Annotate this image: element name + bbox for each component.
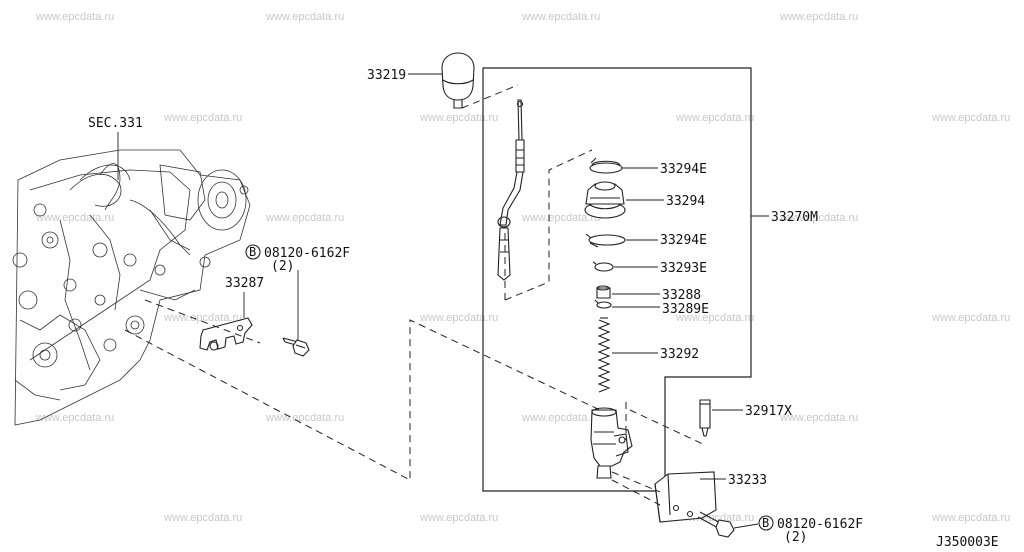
clip-33294e-top[interactable]	[589, 157, 623, 174]
watermark: www.epcdata.ru	[265, 212, 344, 224]
guide-line	[625, 402, 706, 446]
label-33294[interactable]: 33294	[666, 194, 705, 209]
bolt-marker-circle	[245, 244, 261, 260]
label-33233[interactable]: 33233	[728, 473, 767, 488]
guide-line	[124, 319, 601, 481]
watermark: www.epcdata.ru	[931, 512, 1010, 524]
watermark: www.epcdata.ru	[779, 11, 858, 23]
watermark: www.epcdata.ru	[779, 212, 858, 224]
guide-line	[144, 299, 261, 344]
guide-line	[611, 471, 661, 506]
sec-331-label[interactable]: SEC.331	[88, 116, 143, 131]
spring-33292[interactable]	[597, 317, 611, 393]
label-33219[interactable]: 33219	[367, 68, 406, 83]
watermark: www.epcdata.ru	[931, 112, 1010, 124]
label-33287[interactable]: 33287	[225, 276, 264, 291]
bracket-33287[interactable]	[199, 317, 253, 351]
bushing-33288[interactable]	[596, 285, 611, 299]
label-33294e-top[interactable]: 33294E	[660, 162, 707, 177]
watermark: www.epcdata.ru	[419, 512, 498, 524]
watermark: www.epcdata.ru	[675, 112, 754, 124]
watermark: www.epcdata.ru	[163, 512, 242, 524]
watermark: www.epcdata.ru	[265, 11, 344, 23]
watermark: www.epcdata.ru	[521, 11, 600, 23]
bolt-right[interactable]	[697, 511, 735, 538]
watermark: www.epcdata.ru	[419, 312, 498, 324]
watermark: www.epcdata.ru	[35, 412, 114, 424]
watermark: www.epcdata.ru	[521, 212, 600, 224]
pin-32917x[interactable]	[699, 399, 711, 437]
bracket-33233[interactable]	[654, 471, 717, 523]
bolt-marker-right: B	[762, 516, 769, 530]
watermark: www.epcdata.ru	[265, 412, 344, 424]
label-33294e-bottom[interactable]: 33294E	[660, 233, 707, 248]
boot-33294[interactable]	[584, 181, 626, 219]
watermark: www.epcdata.ru	[163, 112, 242, 124]
transmission-illustration	[12, 149, 251, 426]
ring-33293e[interactable]	[592, 261, 614, 272]
label-bolt-right[interactable]: 08120-6162F	[777, 517, 863, 532]
watermark: www.epcdata.ru	[521, 412, 600, 424]
clip-33294e-bottom[interactable]	[585, 233, 626, 248]
guide-line	[461, 84, 519, 109]
label-bolt-right-qty: (2)	[784, 530, 807, 545]
leader-bolt-right	[733, 523, 759, 529]
label-33288[interactable]: 33288	[662, 288, 701, 303]
assembly-33270m-outline	[482, 67, 752, 492]
label-33289e[interactable]: 33289E	[662, 302, 709, 317]
watermark: www.epcdata.ru	[931, 312, 1010, 324]
watermark-grid: www.epcdata.ru www.epcdata.ru www.epcdat…	[35, 11, 1010, 524]
label-33293e[interactable]: 33293E	[660, 261, 707, 276]
label-33292[interactable]: 33292	[660, 347, 699, 362]
watermark: www.epcdata.ru	[675, 312, 754, 324]
label-33270m[interactable]: 33270M	[771, 210, 818, 225]
shift-lever[interactable]	[497, 99, 525, 281]
guide-line	[504, 149, 593, 301]
watermark: www.epcdata.ru	[163, 312, 242, 324]
bolt-marker-left: B	[249, 245, 256, 259]
watermark: www.epcdata.ru	[779, 412, 858, 424]
watermark: www.epcdata.ru	[419, 112, 498, 124]
lever-housing[interactable]	[590, 407, 633, 479]
watermark: www.epcdata.ru	[35, 11, 114, 23]
watermark: www.epcdata.ru	[35, 212, 114, 224]
bolt-left[interactable]	[282, 337, 310, 357]
washer-33289e[interactable]	[594, 299, 612, 309]
label-bolt-left[interactable]: 08120-6162F	[264, 246, 350, 261]
bolt-marker-circle	[758, 515, 774, 531]
shift-knob-33219[interactable]	[441, 52, 475, 109]
label-bolt-left-qty: (2)	[271, 259, 294, 274]
diagram-code: J350003E	[936, 535, 999, 550]
label-32917x[interactable]: 32917X	[745, 404, 792, 419]
